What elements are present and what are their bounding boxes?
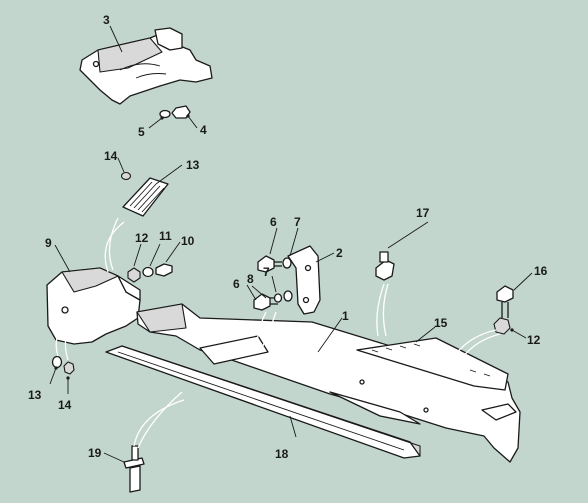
callout-6-lower: 6	[233, 277, 240, 291]
callout-15: 15	[434, 316, 448, 330]
callout-3: 3	[103, 13, 110, 27]
end-cap-part-9	[46, 267, 141, 345]
callout-6-upper: 6	[270, 215, 277, 229]
callout-10: 10	[181, 234, 195, 248]
callout-2: 2	[336, 246, 343, 260]
washer-part-11	[142, 266, 154, 278]
nut-part-12-left	[127, 267, 141, 283]
callout-8: 8	[247, 272, 254, 286]
scuff-plate-part-18	[105, 345, 421, 459]
support-bracket-part-2	[287, 245, 321, 315]
callout-7-upper: 7	[294, 215, 301, 229]
washer-part-5	[159, 109, 171, 119]
washer-part-7-lower	[283, 290, 293, 302]
callout-1: 1	[342, 309, 349, 323]
callout-13-lower: 13	[28, 388, 42, 402]
assembly-guide-lines	[55, 217, 501, 449]
running-board-beam-part-1	[136, 303, 521, 463]
nut-part-12-right	[493, 317, 511, 335]
callout-12-right: 12	[527, 333, 541, 347]
callout-17: 17	[416, 206, 430, 220]
callout-leaders	[49, 25, 533, 463]
callout-9: 9	[45, 236, 52, 250]
washer-part-7-upper	[282, 257, 292, 269]
push-pin-part-19	[123, 445, 145, 493]
callout-5: 5	[138, 125, 145, 139]
pad-part-13-upper	[122, 177, 169, 217]
bolt-part-10	[155, 263, 173, 277]
callout-12-left: 12	[135, 231, 149, 245]
bolt-part-6-upper	[257, 255, 282, 273]
callout-16: 16	[534, 264, 548, 278]
callout-labels: 3 4 5 14 13 12 11 10 9 6 7 2 7 8 6 1 17 …	[28, 13, 548, 461]
bracket-part-3	[79, 27, 213, 105]
washer-part-13-lower	[51, 355, 63, 369]
nut-part-14-lower	[63, 361, 75, 375]
callout-7-lower: 7	[263, 265, 270, 279]
callout-14-lower: 14	[58, 398, 72, 412]
callout-11: 11	[159, 229, 172, 243]
nut-part-14-upper	[120, 171, 132, 181]
step-pad-part-15	[356, 337, 509, 391]
callout-4: 4	[200, 123, 207, 137]
callout-18: 18	[275, 447, 289, 461]
clip-part-17	[375, 251, 395, 281]
bolt-part-16	[496, 285, 514, 318]
callout-13-upper: 13	[186, 158, 200, 172]
callout-19: 19	[88, 446, 102, 460]
washer-part-8	[273, 293, 283, 303]
callout-14-upper: 14	[104, 149, 118, 163]
